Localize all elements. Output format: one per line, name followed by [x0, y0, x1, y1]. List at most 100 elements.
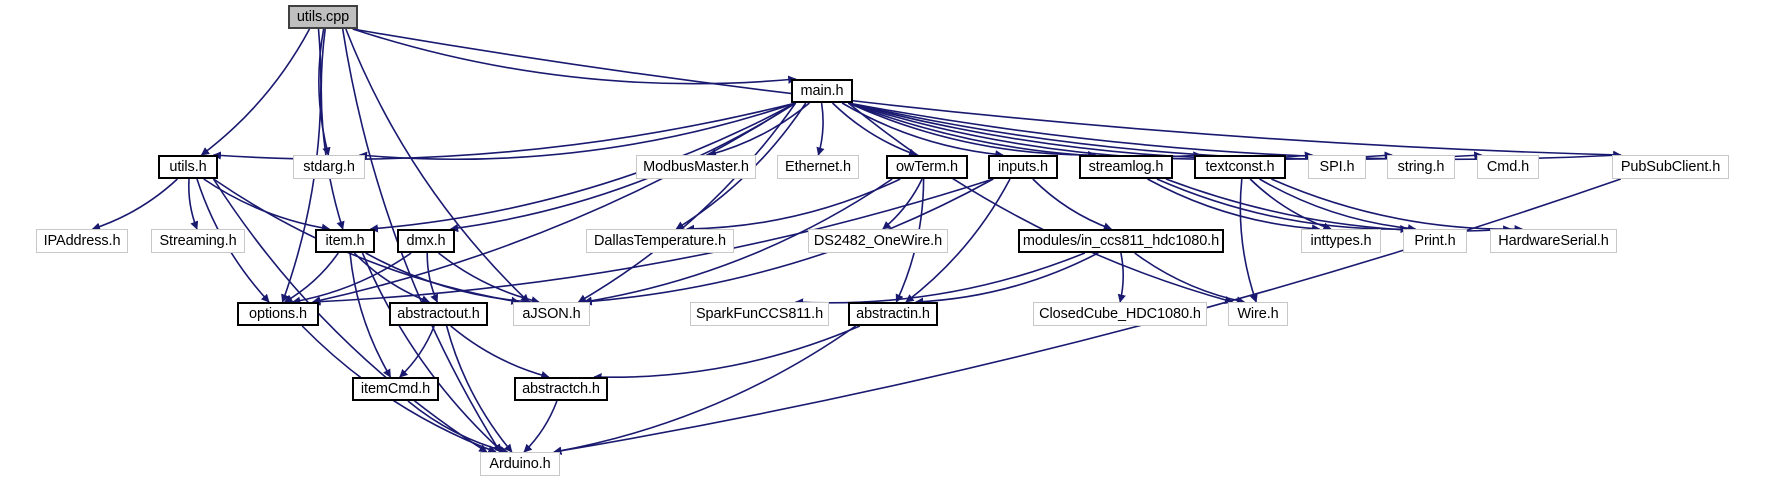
- edge-abstractin-h-to-abstractch-h: [593, 325, 861, 382]
- node-utils-h[interactable]: utils.h: [158, 155, 218, 179]
- edge-utils-h-to-ipaddress-h: [91, 178, 178, 231]
- node-item-h[interactable]: item.h: [315, 229, 375, 253]
- node-label: Arduino.h: [489, 455, 551, 472]
- node-label: inputs.h: [998, 158, 1048, 175]
- edge-main-h-to-owterm-h: [831, 102, 918, 157]
- node-label: itemCmd.h: [360, 380, 431, 397]
- node-label: options.h: [249, 305, 307, 322]
- node-textconst-h[interactable]: textconst.h: [1194, 155, 1286, 179]
- node-wire-h[interactable]: Wire.h: [1228, 302, 1288, 326]
- edge-main-h-to-options-h: [312, 102, 797, 305]
- node-label: ClosedCube_HDC1080.h: [1039, 305, 1201, 322]
- node-cmd-h[interactable]: Cmd.h: [1477, 155, 1539, 179]
- node-label: inttypes.h: [1310, 232, 1372, 249]
- node-label: Print.h: [1414, 232, 1456, 249]
- edge-utils-cpp-to-stdarg-h: [318, 28, 331, 156]
- node-label: item.h: [325, 232, 365, 249]
- node-dallastemperature-h[interactable]: DallasTemperature.h: [586, 229, 734, 253]
- node-streamlog-h[interactable]: streamlog.h: [1079, 155, 1173, 179]
- edge-item-h-to-options-h: [283, 252, 339, 303]
- edge-main-h-to-ajson-h: [577, 102, 797, 303]
- node-label: modules/in_ccs811_hdc1080.h: [1022, 232, 1220, 249]
- node-abstractout-h[interactable]: abstractout.h: [389, 302, 488, 326]
- node-inttypes-h[interactable]: inttypes.h: [1301, 229, 1381, 253]
- node-label: utils.h: [169, 158, 207, 175]
- node-label: IPAddress.h: [43, 232, 121, 249]
- edge-streamlog-h-to-inttypes-h: [1147, 178, 1321, 233]
- node-label: abstractin.h: [856, 305, 930, 322]
- node-string-h[interactable]: string.h: [1387, 155, 1455, 179]
- node-main-h[interactable]: main.h: [791, 79, 853, 103]
- node-label: stdarg.h: [303, 158, 355, 175]
- node-itemcmd-h[interactable]: itemCmd.h: [352, 377, 439, 401]
- edge-main-h-to-stdarg-h: [358, 102, 796, 161]
- node-ajson-h[interactable]: aJSON.h: [513, 302, 590, 326]
- node-label: Cmd.h: [1486, 158, 1530, 175]
- edge-textconst-h-to-hardwareserial-h: [1271, 178, 1523, 234]
- edge-abstractout-h-to-abstractch-h: [450, 325, 550, 380]
- node-label: SPI.h: [1319, 158, 1355, 175]
- node-label: Streaming.h: [159, 232, 237, 249]
- edge-ccs811-hdc1080-h-to-wire-h: [1134, 252, 1246, 305]
- node-hardwareserial-h[interactable]: HardwareSerial.h: [1490, 229, 1617, 253]
- node-label: abstractch.h: [522, 380, 600, 397]
- node-dmx-h[interactable]: dmx.h: [397, 229, 455, 253]
- edge-utils-h-to-item-h: [203, 178, 331, 232]
- edge-ccs811-hdc1080-h-to-abstractin-h: [914, 252, 1099, 306]
- node-label: abstractout.h: [397, 305, 480, 322]
- edge-abstractout-h-to-itemcmd-h: [399, 325, 435, 378]
- node-modbusmaster-h[interactable]: ModbusMaster.h: [636, 155, 756, 179]
- node-streaming-h[interactable]: Streaming.h: [151, 229, 245, 253]
- edge-ccs811-hdc1080-h-to-closedcube-hdc1080-h: [1117, 252, 1126, 303]
- node-closedcube-hdc1080-h[interactable]: ClosedCube_HDC1080.h: [1033, 302, 1207, 326]
- edge-textconst-h-to-print-h: [1259, 178, 1417, 233]
- node-label: main.h: [800, 82, 844, 99]
- node-label: Wire.h: [1237, 305, 1279, 322]
- node-abstractin-h[interactable]: abstractin.h: [848, 302, 938, 326]
- node-stdarg-h[interactable]: stdarg.h: [293, 155, 365, 179]
- edge-main-h-to-ethernet-h: [816, 102, 825, 156]
- edge-utils-cpp-to-main-h: [352, 28, 797, 85]
- node-label: aJSON.h: [522, 305, 581, 322]
- node-label: SparkFunCCS811.h: [695, 305, 824, 322]
- node-ethernet-h[interactable]: Ethernet.h: [777, 155, 859, 179]
- node-label: textconst.h: [1205, 158, 1275, 175]
- edge-dmx-h-to-options-h: [291, 252, 412, 305]
- edge-main-h-to-wire-h: [847, 102, 1234, 305]
- edge-item-h-to-arduino-h: [361, 252, 504, 453]
- edge-ccs811-hdc1080-h-to-sparkfunccs811-h: [794, 252, 1086, 307]
- node-ipaddress-h[interactable]: IPAddress.h: [36, 229, 128, 253]
- edge-main-h-to-modbusmaster-h: [707, 102, 810, 158]
- edge-inputs-h-to-ccs811-hdc1080-h: [1032, 178, 1112, 231]
- edge-utils-cpp-to-ajson-h: [345, 28, 530, 303]
- node-sparkfunccs811-h[interactable]: SparkFunCCS811.h: [690, 302, 829, 326]
- node-label: owTerm.h: [895, 158, 959, 175]
- node-spi-h[interactable]: SPI.h: [1308, 155, 1366, 179]
- node-abstractch-h[interactable]: abstractch.h: [514, 377, 608, 401]
- node-label: PubSubClient.h: [1620, 158, 1721, 175]
- edge-abstractch-h-to-arduino-h: [523, 400, 558, 453]
- node-utils-cpp[interactable]: utils.cpp: [288, 5, 358, 29]
- edge-inputs-h-to-ajson-h: [583, 178, 994, 306]
- edge-streamlog-h-to-hardwareserial-h: [1165, 178, 1512, 234]
- node-ccs811-hdc1080-h[interactable]: modules/in_ccs811_hdc1080.h: [1018, 229, 1224, 253]
- edge-main-h-to-streamlog-h: [848, 102, 1097, 160]
- edge-owterm-h-to-dallastemperature-h: [685, 178, 901, 234]
- node-arduino-h[interactable]: Arduino.h: [480, 452, 560, 476]
- node-label: string.h: [1397, 158, 1445, 175]
- node-label: DallasTemperature.h: [594, 232, 726, 249]
- node-label: utils.cpp: [296, 8, 350, 25]
- node-label: streamlog.h: [1088, 158, 1164, 175]
- node-owterm-h[interactable]: owTerm.h: [886, 155, 968, 179]
- edge-textconst-h-to-wire-h: [1239, 178, 1258, 303]
- edge-utils-h-to-arduino-h: [212, 178, 488, 453]
- node-inputs-h[interactable]: inputs.h: [988, 155, 1058, 179]
- edge-dmx-h-to-ajson-h: [438, 252, 540, 305]
- node-label: ModbusMaster.h: [643, 158, 749, 175]
- node-print-h[interactable]: Print.h: [1403, 229, 1467, 253]
- node-options-h[interactable]: options.h: [237, 302, 319, 326]
- node-pubsubclient-h[interactable]: PubSubClient.h: [1612, 155, 1729, 179]
- node-ds2482-onewire-h[interactable]: DS2482_OneWire.h: [808, 229, 948, 253]
